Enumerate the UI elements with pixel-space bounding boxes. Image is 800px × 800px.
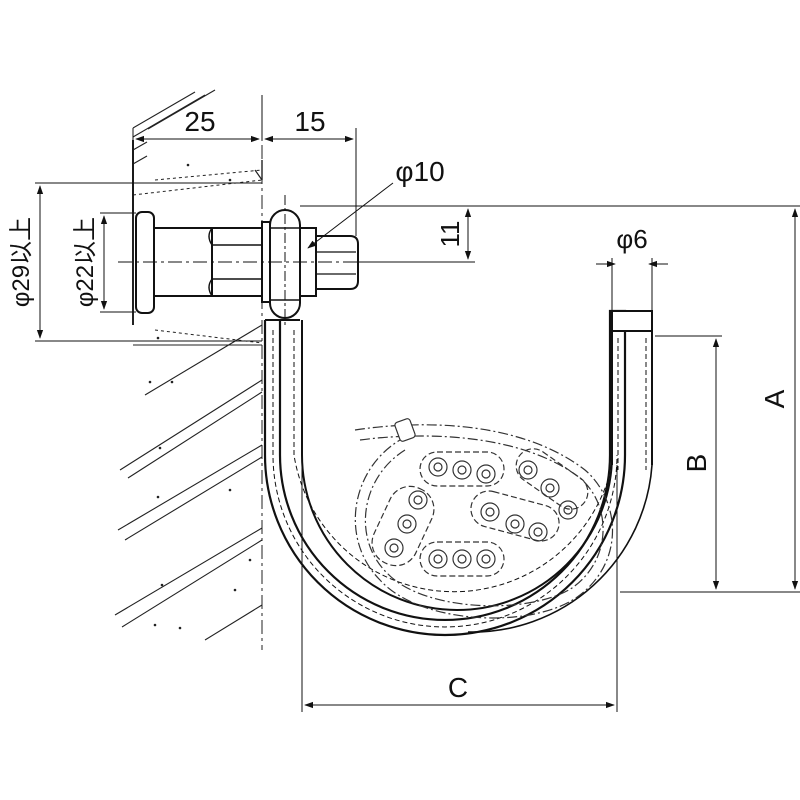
dim-nut-depth: 15 — [294, 106, 325, 137]
hanger-body — [263, 309, 627, 637]
u-hanger — [263, 309, 653, 637]
cable-bundle — [354, 418, 613, 619]
wall-hatch-lower — [114, 324, 263, 641]
dim-width-c: C — [448, 672, 468, 703]
dim-outer-diameter-min: φ29以上 — [8, 217, 35, 307]
dimension-lines — [35, 95, 800, 712]
dimension-labels: 25 15 φ10 φ6 11 φ29以上 φ22以上 A B C — [8, 106, 790, 703]
wall-section — [114, 89, 263, 650]
dim-bar-diameter: φ6 — [616, 224, 647, 254]
dim-rod-diameter: φ10 — [395, 156, 444, 187]
dim-height-b: B — [681, 454, 712, 473]
cable-group-mid — [470, 490, 560, 542]
concrete-aggregate — [148, 163, 252, 630]
dim-plate-width: 25 — [184, 106, 215, 137]
anchor-assembly — [135, 209, 359, 319]
cable-tie-head — [394, 418, 416, 442]
cable-group-right — [515, 448, 589, 520]
dim-inner-diameter-min: φ22以上 — [72, 217, 99, 307]
dim-height-a: A — [759, 389, 790, 408]
dim-offset: 11 — [435, 221, 465, 248]
cable-group-left — [371, 485, 435, 567]
wall-hatch-upper — [132, 89, 216, 165]
cable-group-top — [419, 451, 505, 487]
cable-group-bottom — [419, 541, 505, 577]
bar-top — [611, 310, 653, 332]
bolt-eye — [269, 209, 301, 319]
